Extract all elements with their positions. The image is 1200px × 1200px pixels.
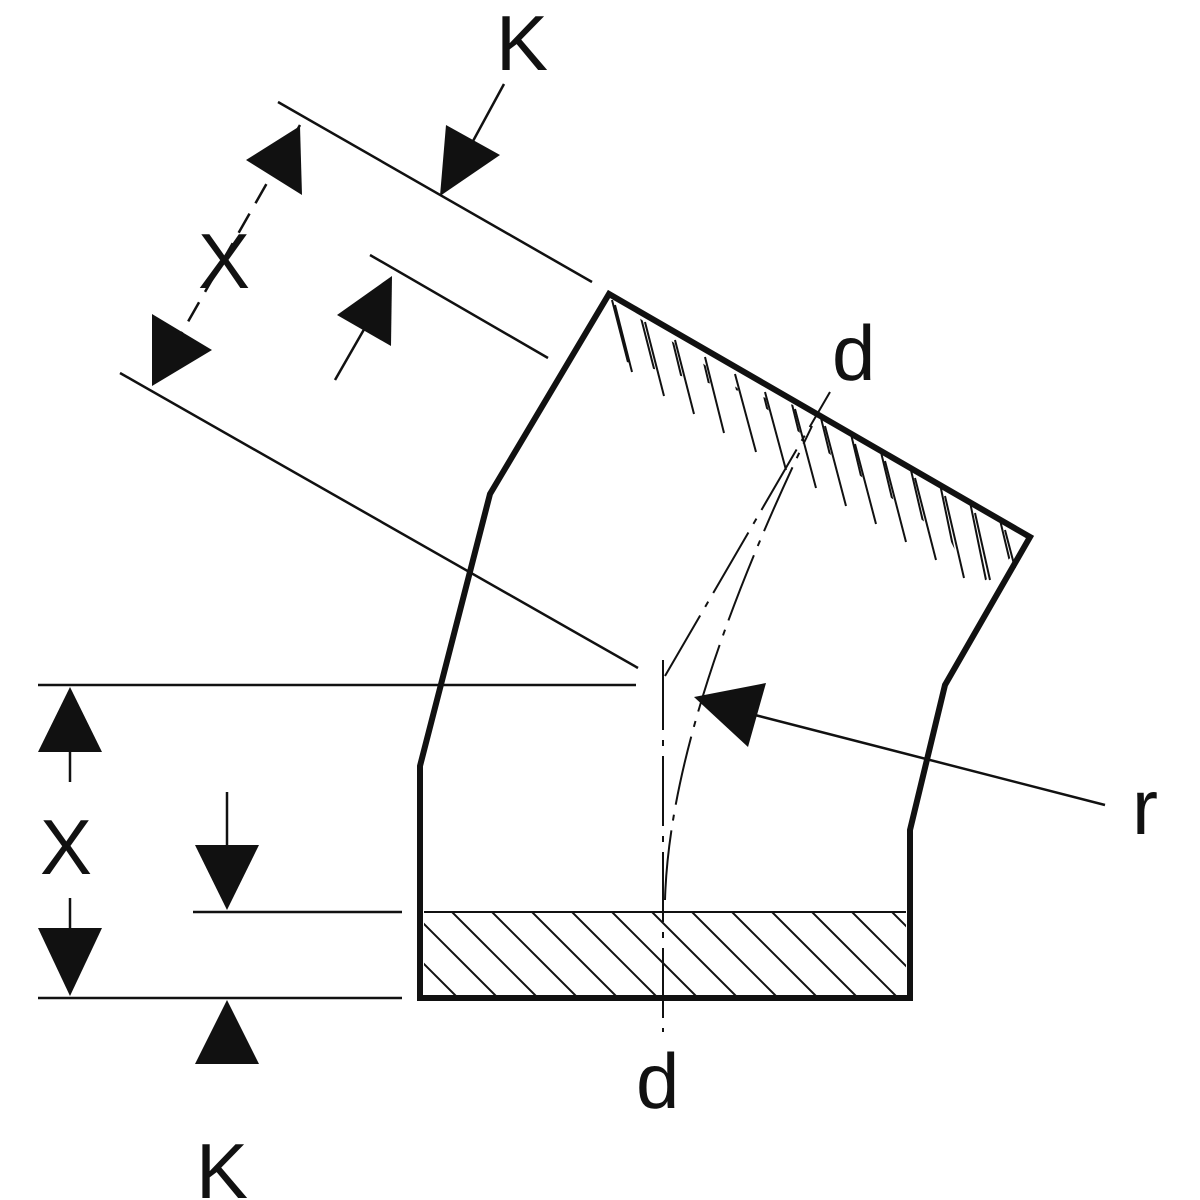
bottom-end-hatching [424,913,906,995]
arrow-inner-angled [337,276,392,346]
leader-radius [754,713,1106,807]
label-r: r [1132,763,1158,851]
arrow-x-angled-top [246,126,302,195]
arrow-x-vertical-bottom [38,928,102,996]
centerline-angled [664,391,831,677]
label-k-top: K [496,0,548,87]
arrow-k-bottom [195,1000,259,1064]
top-end-hatching [611,300,1013,581]
label-x-angled: X [198,217,250,305]
arrow-radius [694,683,766,747]
bend-radius-arc [664,425,813,901]
pipe-bend-outline [417,289,1035,1001]
arrow-x-vertical-top [38,687,102,752]
extension-line-inner-top [369,253,549,360]
arrow-insert-depth [195,845,259,910]
arrow-x-angled-bottom [152,314,212,386]
top-end-hatching-band [614,304,1016,581]
label-d-bottom: d [636,1037,679,1125]
extension-line-bend-center [119,371,639,670]
label-d-top: d [832,309,875,397]
arrow-k-top [440,125,500,196]
extension-line-outer-top [277,100,593,284]
label-x-vertical: X [40,803,92,891]
label-k-bottom: K [196,1127,248,1200]
